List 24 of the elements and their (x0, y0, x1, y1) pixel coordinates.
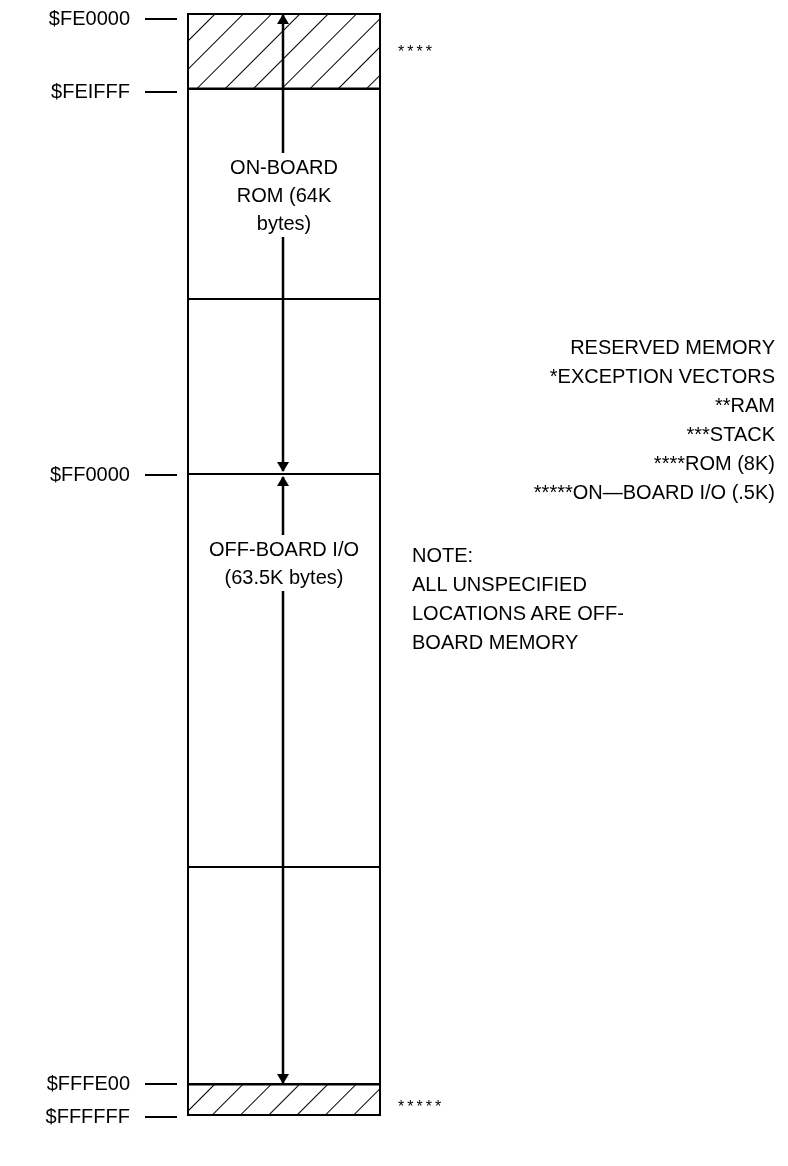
hatched-region (187, 13, 381, 90)
note-text: NOTE: (412, 543, 475, 568)
address-label: $FFFE00 (45, 1071, 131, 1096)
arrow (277, 591, 289, 1084)
memory-column (187, 13, 381, 1116)
legend-text: *****ON—BOARD I/O (.5K) (532, 480, 775, 505)
arrow (277, 14, 289, 153)
arrow (277, 476, 289, 535)
address-label: $FE0000 (47, 6, 131, 31)
arrow (277, 237, 289, 472)
legend-text: ***STACK (685, 422, 775, 447)
region-label: ON-BOARD ROM (64K bytes) (229, 155, 339, 236)
note-text: ALL UNSPECIFIED LOCATIONS ARE OFF-BOARD MEMORY (412, 572, 625, 655)
legend-text: *EXCEPTION VECTORS (548, 364, 775, 389)
address-label: $FF0000 (48, 462, 131, 487)
region-label: OFF-BOARD I/O (63.5K bytes) (208, 537, 360, 590)
legend-text: RESERVED MEMORY (569, 335, 775, 360)
address-label: $FFFFFF (44, 1104, 131, 1129)
footnote-mark: ***** (398, 1097, 445, 1117)
hatched-region (187, 1083, 381, 1116)
address-label: $FEIFFF (50, 79, 131, 104)
legend-text: ****ROM (8K) (652, 451, 775, 476)
footnote-mark: **** (398, 42, 435, 62)
legend-text: **RAM (714, 393, 775, 418)
